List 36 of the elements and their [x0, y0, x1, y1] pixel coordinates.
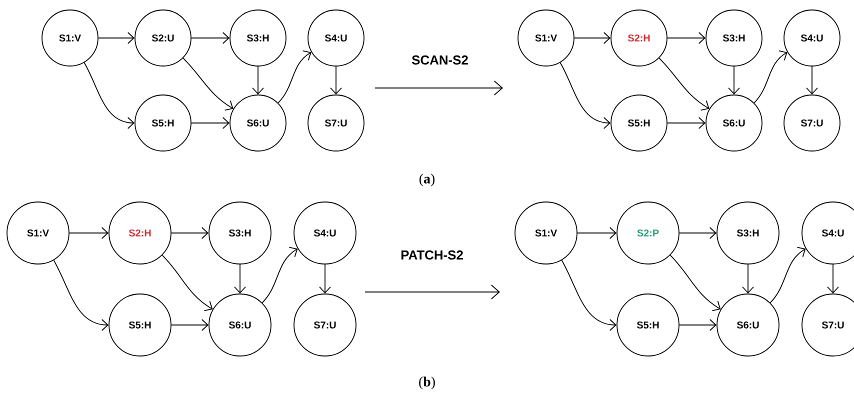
- subfigure-label: (a): [419, 174, 435, 186]
- arrow: [69, 227, 109, 239]
- arrow: [171, 227, 209, 239]
- arrow: [252, 66, 264, 95]
- arrow: [561, 260, 617, 331]
- arrow: [574, 32, 611, 44]
- arrow: [679, 319, 717, 331]
- arrow: [577, 227, 617, 239]
- arrow: [191, 117, 230, 129]
- arrow: [667, 32, 706, 44]
- arrow: [330, 66, 342, 95]
- arrow: [742, 264, 754, 294]
- arrow: [182, 58, 234, 111]
- arrow: [98, 32, 135, 44]
- arrow: [770, 246, 806, 304]
- subfigure-label: (b): [419, 376, 435, 390]
- arrow: [262, 246, 298, 304]
- operation-label: PATCH-S2: [401, 250, 463, 260]
- arrow: [171, 319, 209, 331]
- arrow: [658, 58, 710, 111]
- arrow: [319, 264, 331, 294]
- arrow: [806, 66, 818, 95]
- arrow: [560, 62, 611, 129]
- arrow: [278, 50, 312, 104]
- arrow: [728, 66, 740, 95]
- arrow: [667, 117, 706, 129]
- arrow: [191, 32, 230, 44]
- arrow: [827, 264, 839, 294]
- arrow: [162, 254, 213, 312]
- arrow: [84, 62, 135, 129]
- arrow: [754, 50, 788, 104]
- arrow: [234, 264, 246, 294]
- arrow: [670, 254, 721, 312]
- arrow: [679, 227, 717, 239]
- operation-label: SCAN-S2: [412, 55, 468, 65]
- arrow: [53, 260, 109, 331]
